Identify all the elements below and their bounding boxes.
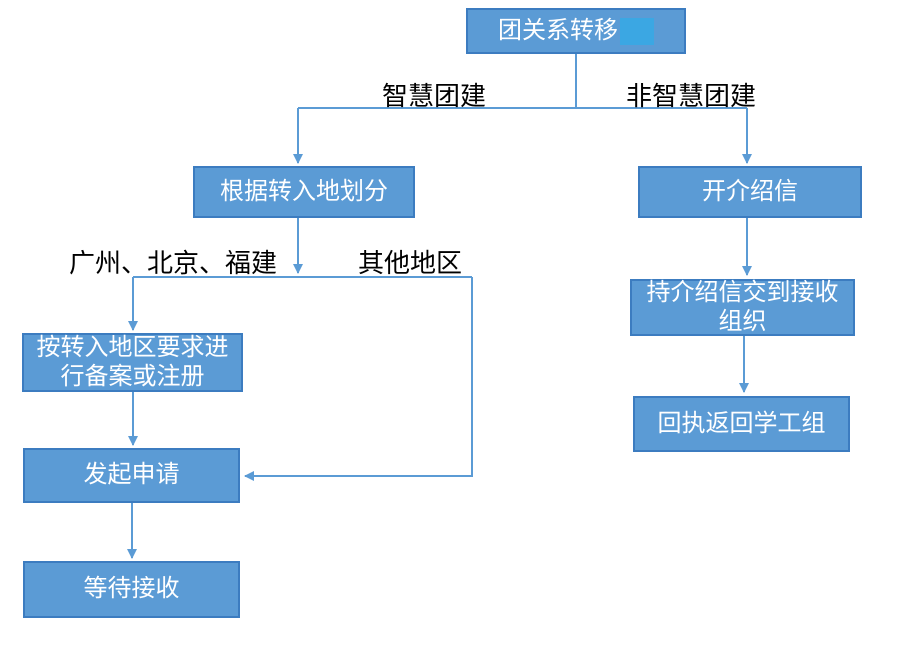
edge-label-gz-bj-fj: 广州、北京、福建 — [68, 248, 278, 278]
node-divide-by-destination[interactable]: 根据转入地划分 — [193, 166, 415, 218]
edge-label-non-smart-league: 非智慧团建 — [625, 81, 757, 111]
node-deliver-letter-to-org[interactable]: 持介绍信交到接收 组织 — [630, 279, 855, 336]
node-initiate-application[interactable]: 发起申请 — [23, 448, 240, 503]
edge-label-other-regions: 其他地区 — [357, 248, 463, 278]
node-league-transfer-title[interactable]: 团关系转移 — [466, 8, 686, 54]
node-wait-for-acceptance[interactable]: 等待接收 — [23, 561, 240, 618]
node-register-per-region[interactable]: 按转入地区要求进 行备案或注册 — [22, 333, 243, 392]
node-label: 团关系转移 — [498, 16, 618, 44]
node-open-introduction-letter[interactable]: 开介绍信 — [638, 166, 862, 218]
node-receipt-back-to-group[interactable]: 回执返回学工组 — [633, 396, 850, 452]
text-selection-highlight — [620, 17, 654, 45]
edge-label-smart-league: 智慧团建 — [381, 81, 487, 111]
